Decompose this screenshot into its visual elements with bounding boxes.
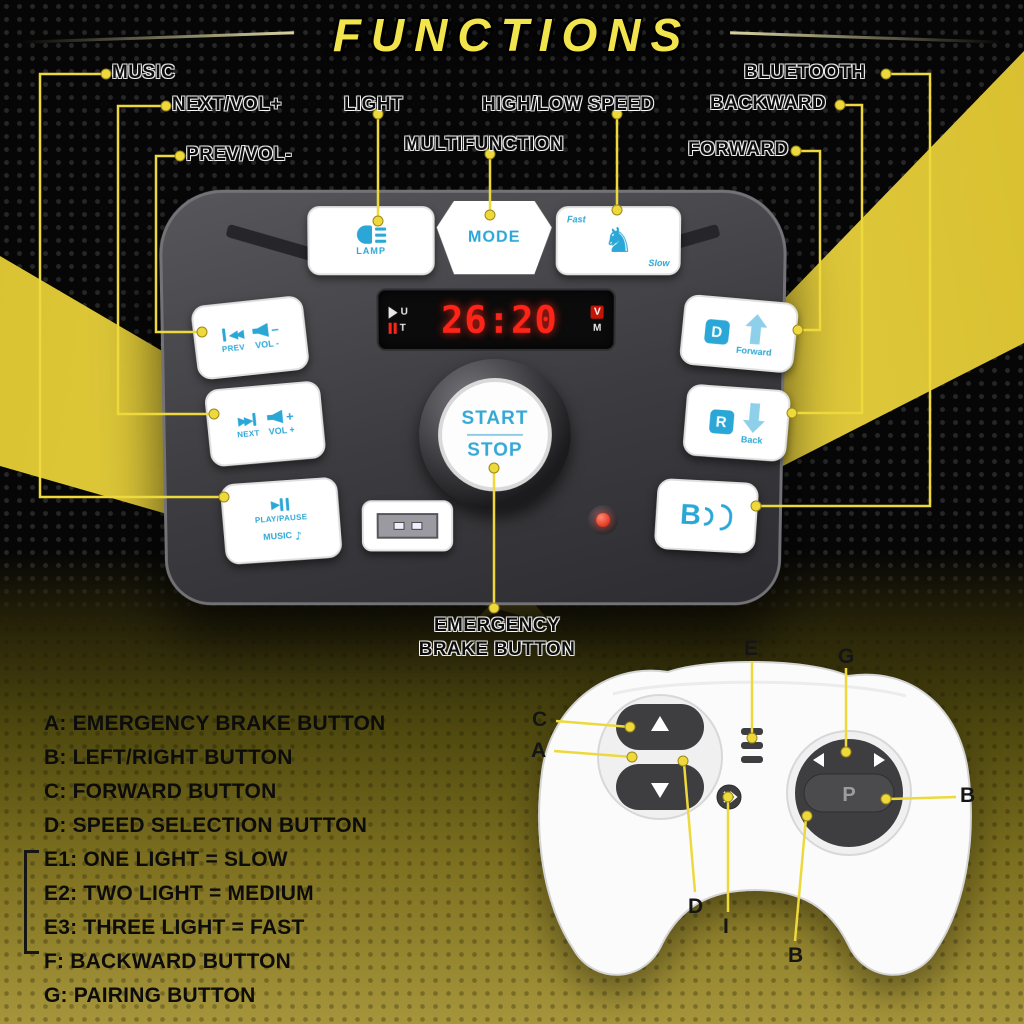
pairing-p-label: P xyxy=(842,784,855,806)
callout-emergency-brake: EMERGENCY BRAKE BUTTON xyxy=(418,615,576,660)
remote-label-e: E xyxy=(744,637,759,660)
callout-forward: FORWARD xyxy=(688,139,789,160)
line-prev-vol xyxy=(154,154,202,334)
line-next-vol xyxy=(116,104,214,416)
legend-item-g: G: PAIRING BUTTON xyxy=(44,984,256,1007)
line-b-bottom xyxy=(793,817,808,942)
remote-label-a: A xyxy=(531,739,547,762)
remote-label-c: C xyxy=(532,708,548,731)
legend-item-e2: E2: TWO LIGHT = MEDIUM xyxy=(44,882,314,905)
legend-item-d: D: SPEED SELECTION BUTTON xyxy=(44,814,368,837)
callout-next-vol: NEXT/VOL+ xyxy=(172,94,282,115)
callout-high-low-speed: HIGH/LOW SPEED xyxy=(482,94,655,115)
remote-shading xyxy=(612,680,907,698)
legend-item-e3: E3: THREE LIGHT = FAST xyxy=(44,916,305,939)
callout-music: MUSIC xyxy=(112,62,176,83)
callout-backward: BACKWARD xyxy=(710,93,827,114)
left-triangle-icon xyxy=(813,753,824,767)
line-b-right xyxy=(887,795,957,801)
callout-bluetooth: BLUETOOTH xyxy=(744,62,866,83)
callout-light: LIGHT xyxy=(344,94,403,115)
legend-e-bracket xyxy=(24,850,39,954)
line-bluetooth xyxy=(756,72,932,508)
remote-label-d: D xyxy=(688,895,704,918)
line-c xyxy=(555,719,631,729)
page-title: FUNCTIONS xyxy=(332,9,692,61)
callout-prev-vol: PREV/VOL- xyxy=(186,144,293,165)
callout-dots xyxy=(100,68,892,822)
legend-item-c: C: FORWARD BUTTON xyxy=(44,780,277,803)
remote-pairing-button[interactable] xyxy=(803,773,895,813)
up-triangle-icon xyxy=(651,716,669,731)
remote-label-b-right: B xyxy=(960,784,976,807)
line-d xyxy=(682,762,697,893)
callout-multifunction: MULTIFUNCTION xyxy=(404,134,564,155)
line-music xyxy=(38,72,224,499)
line-a xyxy=(553,749,633,759)
line-forward xyxy=(796,149,822,332)
legend-item-b: B: LEFT/RIGHT BUTTON xyxy=(44,746,293,769)
right-triangle-icon xyxy=(874,753,885,767)
down-triangle-icon xyxy=(651,783,669,798)
line-backward xyxy=(792,103,864,415)
legend-item-a: A: EMERGENCY BRAKE BUTTON xyxy=(44,712,386,735)
remote-label-g: G xyxy=(838,645,855,668)
legend-item-e1: E1: ONE LIGHT = SLOW xyxy=(44,848,288,871)
legend-item-f: F: BACKWARD BUTTON xyxy=(44,950,292,973)
remote-control: P xyxy=(538,661,972,976)
remote-label-b-bottom: B xyxy=(788,944,804,967)
remote-label-i: I xyxy=(723,915,729,938)
